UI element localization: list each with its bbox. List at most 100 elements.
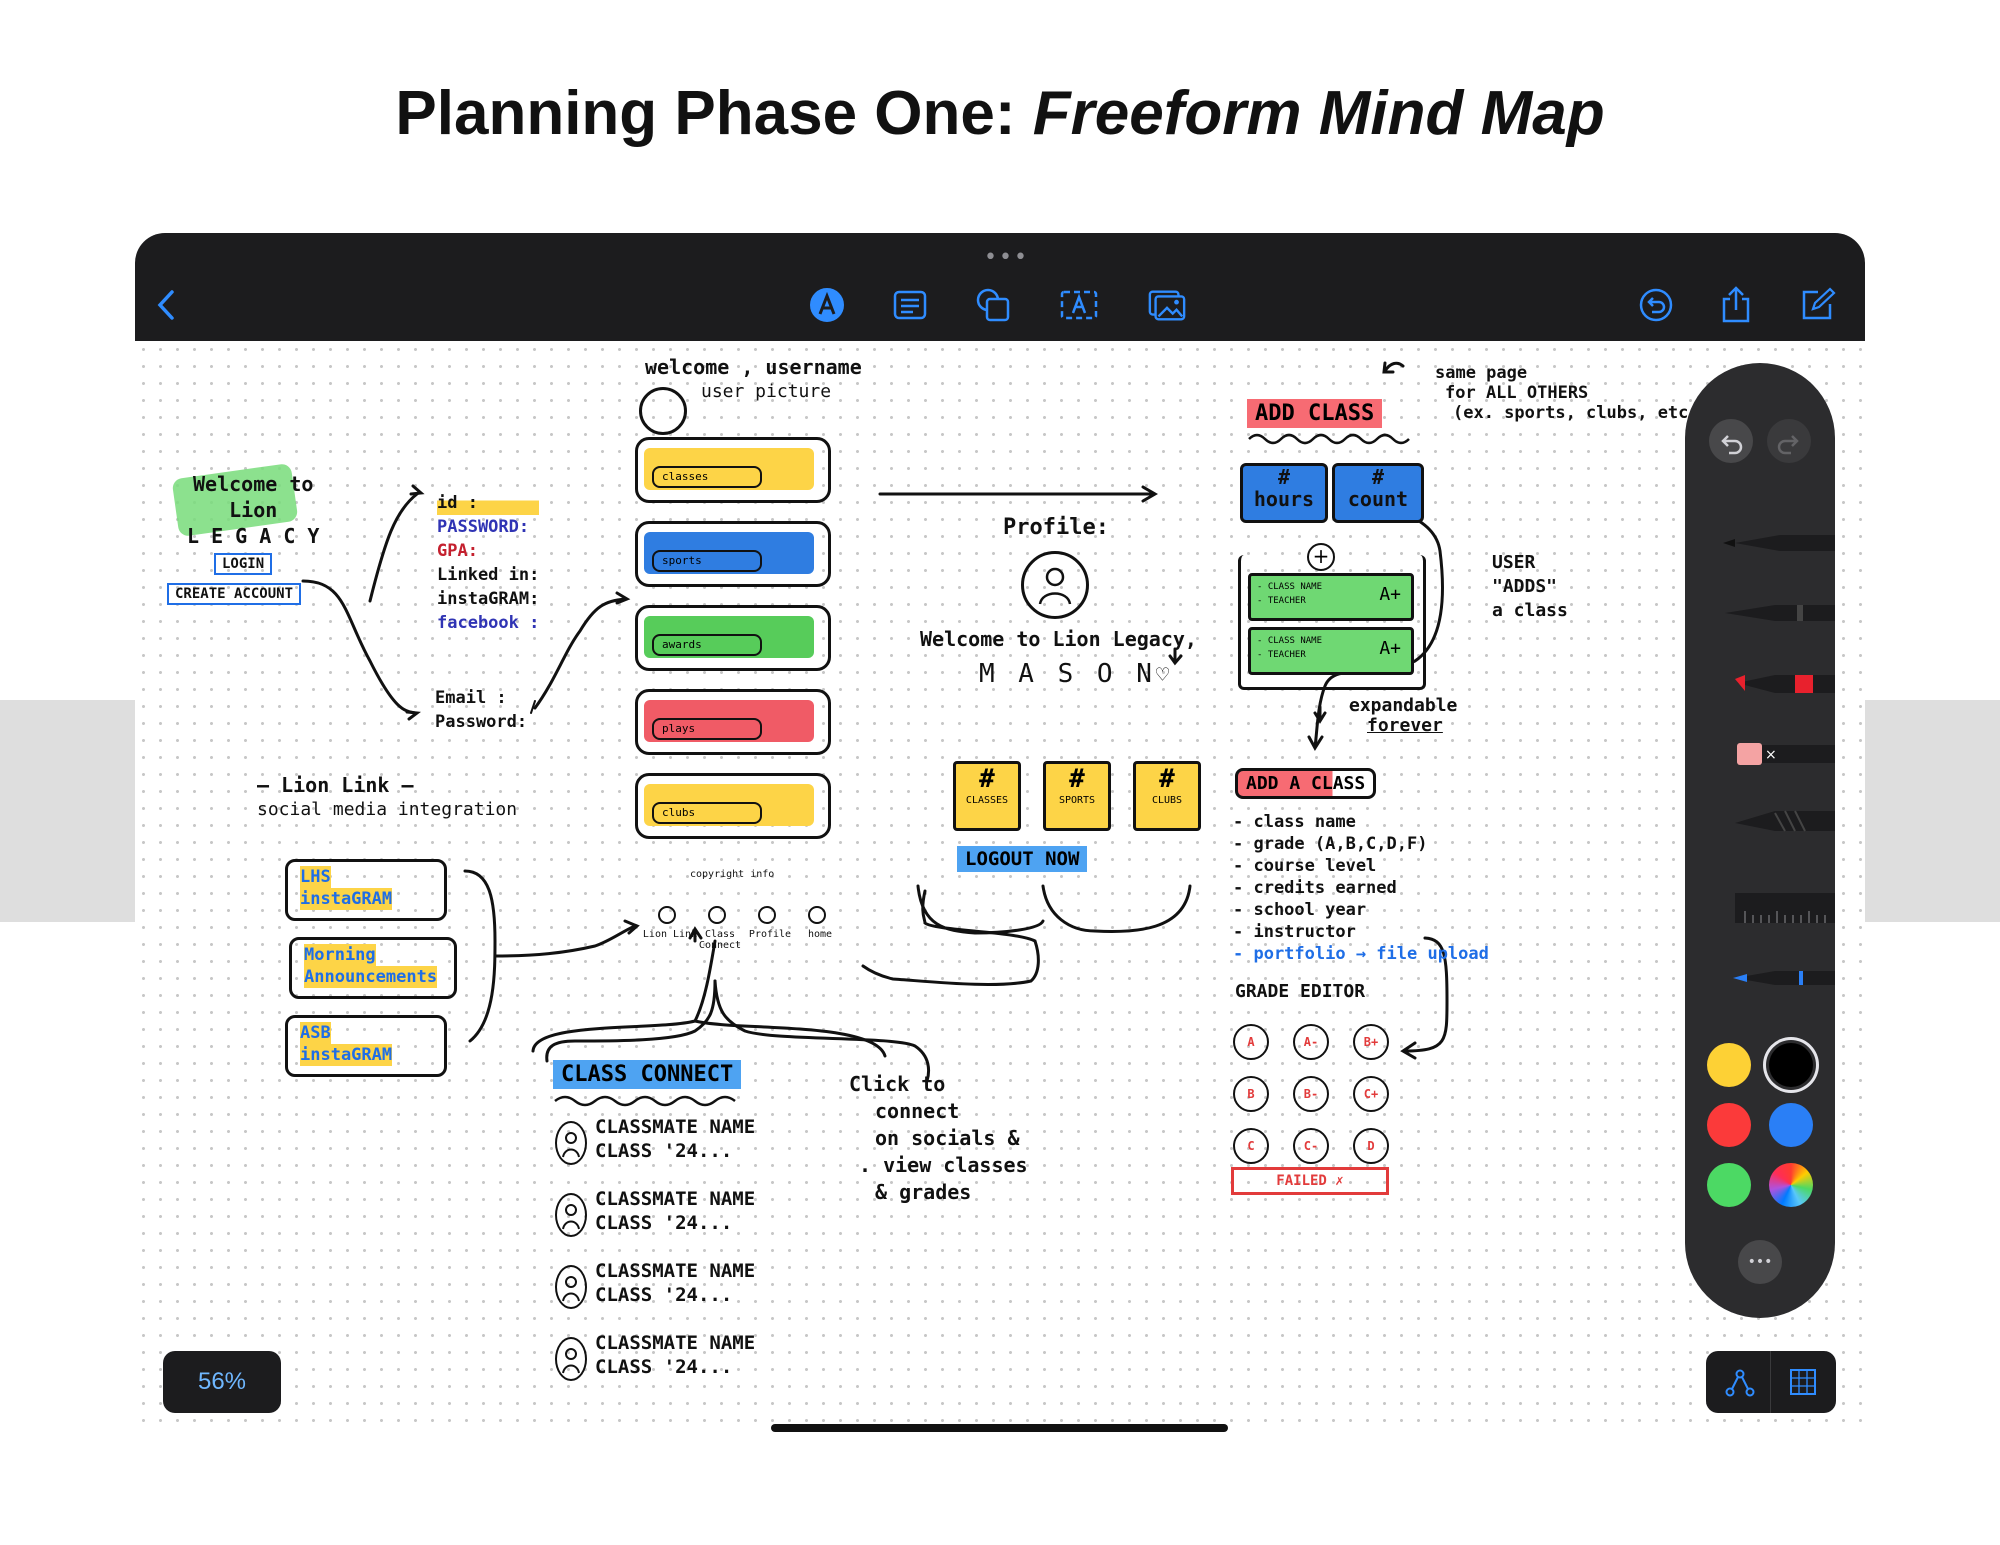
grade-circle-3[interactable]: B	[1233, 1076, 1269, 1112]
profile-tile-0[interactable]: #CLASSES	[953, 761, 1021, 831]
media-icon[interactable]	[1147, 285, 1187, 325]
color-swatch-0[interactable]	[1707, 1043, 1751, 1087]
failed-box[interactable]: FAILED ✗	[1231, 1167, 1389, 1195]
blue-pen-icon[interactable]	[1725, 963, 1835, 993]
classmate-avatar-icon[interactable]	[555, 1265, 587, 1309]
connector-tool-icon[interactable]	[1724, 1367, 1756, 1404]
create-account-box[interactable]: CREATE ACCOUNT	[167, 583, 302, 605]
grade-circle-8[interactable]: D	[1353, 1128, 1389, 1164]
grabber-dots[interactable]: •••	[984, 245, 1029, 270]
menu-button-3[interactable]: plays	[635, 689, 831, 755]
profile-tile-2[interactable]: #CLUBS	[1133, 761, 1201, 831]
social-box-line: instaGRAM	[300, 1044, 393, 1066]
heart-icon: ♡	[1155, 663, 1174, 688]
social-box-line: ASB	[300, 1022, 331, 1044]
zoom-indicator[interactable]: 56%	[163, 1351, 281, 1413]
ipad-screen: •••	[135, 233, 1865, 1433]
grade-circle-5[interactable]: C+	[1353, 1076, 1389, 1112]
freeform-canvas[interactable]: welcome , username user picture Welcome …	[135, 341, 1865, 1433]
text-box-icon[interactable]	[890, 285, 930, 325]
add-a-class-title: ADD A CLASS	[1235, 768, 1377, 799]
nav-dot-3[interactable]	[808, 906, 826, 924]
class-card-grade: A+	[1379, 584, 1401, 605]
shapes-icon[interactable]	[973, 285, 1013, 325]
drawing-tools[interactable]: ×	[1685, 513, 1835, 873]
text-icon[interactable]	[1059, 285, 1099, 325]
compose-icon[interactable]	[1797, 285, 1837, 325]
grade-circle-6[interactable]: C	[1233, 1128, 1269, 1164]
pen-icon[interactable]	[807, 285, 847, 325]
nav-dot-1[interactable]	[708, 906, 726, 924]
welcome-line-3: L E G A C Y	[187, 524, 320, 548]
color-wheel-icon[interactable]	[1769, 1163, 1813, 1207]
ruler-icon[interactable]	[1735, 893, 1835, 923]
share-icon[interactable]	[1716, 285, 1756, 325]
nav-dot-0[interactable]	[658, 906, 676, 924]
color-swatch-3[interactable]	[1769, 1103, 1813, 1147]
profile-tile-1[interactable]: #SPORTS	[1043, 761, 1111, 831]
classmate-avatar-icon[interactable]	[555, 1337, 587, 1381]
nav-dot-2[interactable]	[758, 906, 776, 924]
count-tile-text: #count	[1335, 466, 1421, 510]
grade-editor-label: GRADE EDITOR	[1235, 981, 1366, 1002]
class-card-0[interactable]: - CLASS NAME - TEACHER A+	[1248, 573, 1414, 621]
grade-circle-0[interactable]: A	[1233, 1024, 1269, 1060]
classmate-avatar-icon[interactable]	[555, 1121, 587, 1165]
menu-button-label: clubs	[652, 802, 762, 824]
menu-button-0[interactable]: classes	[635, 437, 831, 503]
color-swatch-1[interactable]	[1769, 1043, 1813, 1087]
undo-history-icon[interactable]	[1636, 285, 1676, 325]
hours-tile[interactable]: #hours	[1240, 463, 1328, 523]
user-adds-note: USER "ADDS" a class	[1492, 551, 1568, 623]
menu-button-1[interactable]: sports	[635, 521, 831, 587]
color-swatch-2[interactable]	[1707, 1103, 1751, 1147]
count-tile[interactable]: #count	[1332, 463, 1424, 523]
add-plus-icon[interactable]: +	[1307, 543, 1335, 571]
hash-icon: #	[979, 764, 995, 794]
back-chevron-icon[interactable]	[147, 285, 187, 325]
grade-circle-7[interactable]: C-	[1293, 1128, 1329, 1164]
welcome-profile-note: Welcome to Lion Legacy,	[920, 627, 1197, 651]
menu-button-4[interactable]: clubs	[635, 773, 831, 839]
menu-button-label: awards	[652, 634, 762, 656]
menu-button-fill	[644, 532, 814, 574]
class-card-name: - CLASS NAME	[1257, 582, 1323, 592]
classmate-avatar-icon[interactable]	[555, 1193, 587, 1237]
class-connect-title: CLASS CONNECT	[553, 1060, 742, 1089]
page-title: Planning Phase One: Freeform Mind Map	[0, 78, 2000, 149]
lasso-icon	[1735, 810, 1835, 832]
logout-now-button[interactable]: LOGOUT NOW	[957, 846, 1088, 872]
redo-icon[interactable]	[1767, 419, 1811, 463]
grade-circle-1[interactable]: A-	[1293, 1024, 1329, 1060]
email-label: Email :	[435, 688, 507, 708]
left-backdrop	[0, 700, 136, 922]
menu-button-2[interactable]: awards	[635, 605, 831, 671]
menu-button-label: sports	[652, 550, 762, 572]
user-adds-line-2: "ADDS"	[1492, 576, 1558, 597]
add-field-course-level: - course level	[1233, 856, 1377, 876]
grade-circle-2[interactable]: B+	[1353, 1024, 1389, 1060]
grade-circle-4[interactable]: B-	[1293, 1076, 1329, 1112]
tool-palette: × •••	[1685, 363, 1835, 1318]
class-card-teacher: - TEACHER	[1257, 596, 1306, 606]
more-options-icon[interactable]: •••	[1738, 1240, 1782, 1284]
undo-icon[interactable]	[1709, 419, 1753, 463]
classmate-name: CLASSMATE NAME	[595, 1332, 756, 1354]
field-instagram: instaGRAM:	[437, 589, 540, 609]
home-indicator[interactable]	[771, 1424, 1228, 1432]
field-facebook: facebook :	[437, 613, 540, 633]
add-field-school-year: - school year	[1233, 900, 1367, 920]
color-swatch-4[interactable]	[1707, 1163, 1751, 1207]
login-box[interactable]: LOGIN	[214, 553, 273, 575]
connector-lines	[301, 361, 1449, 1083]
grid-toggle-icon[interactable]	[1788, 1367, 1818, 1402]
